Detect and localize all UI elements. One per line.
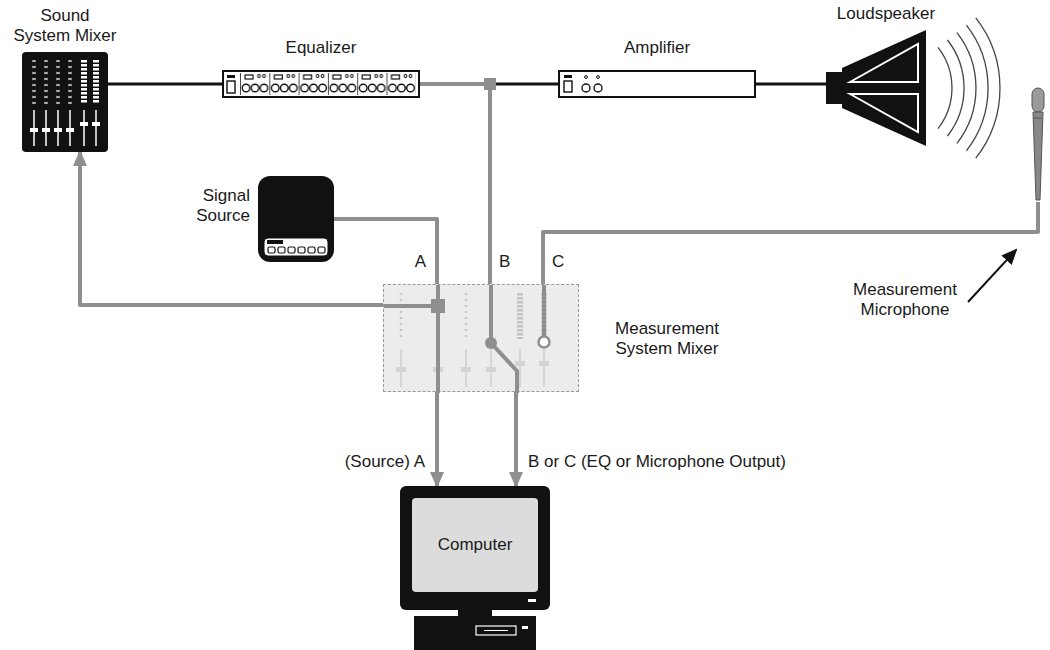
device-label: Measurement System Mixer — [592, 319, 742, 358]
signal-source-icon — [258, 176, 334, 262]
amplifier-icon — [558, 70, 756, 98]
device-label: Measurement Microphone — [840, 280, 970, 319]
computer: Computer — [400, 486, 550, 650]
measurement-line — [543, 202, 1038, 284]
measurement-line — [80, 152, 383, 305]
device-label: Loudspeaker — [816, 4, 956, 24]
measurement-line — [514, 392, 518, 486]
measurement-line — [420, 84, 490, 284]
mixer-internals — [384, 285, 580, 393]
amplifier-device: Amplifier — [558, 70, 756, 98]
measurement-line — [334, 219, 437, 284]
loudspeaker-icon — [826, 28, 946, 148]
signal-cable — [108, 83, 222, 86]
signal-cable — [756, 83, 826, 86]
computer-icon — [400, 486, 550, 650]
line-label: B or C (EQ or Microphone Output) — [526, 452, 788, 472]
measurement-microphone: Measurement Microphone — [1030, 88, 1046, 202]
loudspeaker: Loudspeaker — [826, 28, 946, 148]
device-label: Equalizer — [251, 38, 391, 58]
device-label: Sound System Mixer — [11, 6, 119, 45]
line-label: C — [550, 252, 566, 272]
device-label: Amplifier — [587, 38, 727, 58]
equalizer-icon — [222, 70, 420, 98]
equalizer-device: Equalizer — [222, 70, 420, 98]
mixer-device: Sound System Mixer — [22, 52, 108, 152]
line-label: B — [497, 252, 512, 272]
line-label: (Source) A — [343, 452, 427, 472]
leader-arrow — [968, 250, 1016, 302]
signal-source: Signal Source — [258, 176, 334, 262]
measurement-mixer: Measurement System Mixer — [383, 284, 579, 392]
tap-junction — [484, 78, 496, 90]
mixer-icon — [22, 52, 108, 152]
measurement-line — [435, 392, 439, 486]
line-label: A — [413, 252, 428, 272]
screen-label: Computer — [412, 498, 538, 592]
device-label: Signal Source — [158, 186, 250, 225]
microphone-icon — [1030, 88, 1046, 202]
